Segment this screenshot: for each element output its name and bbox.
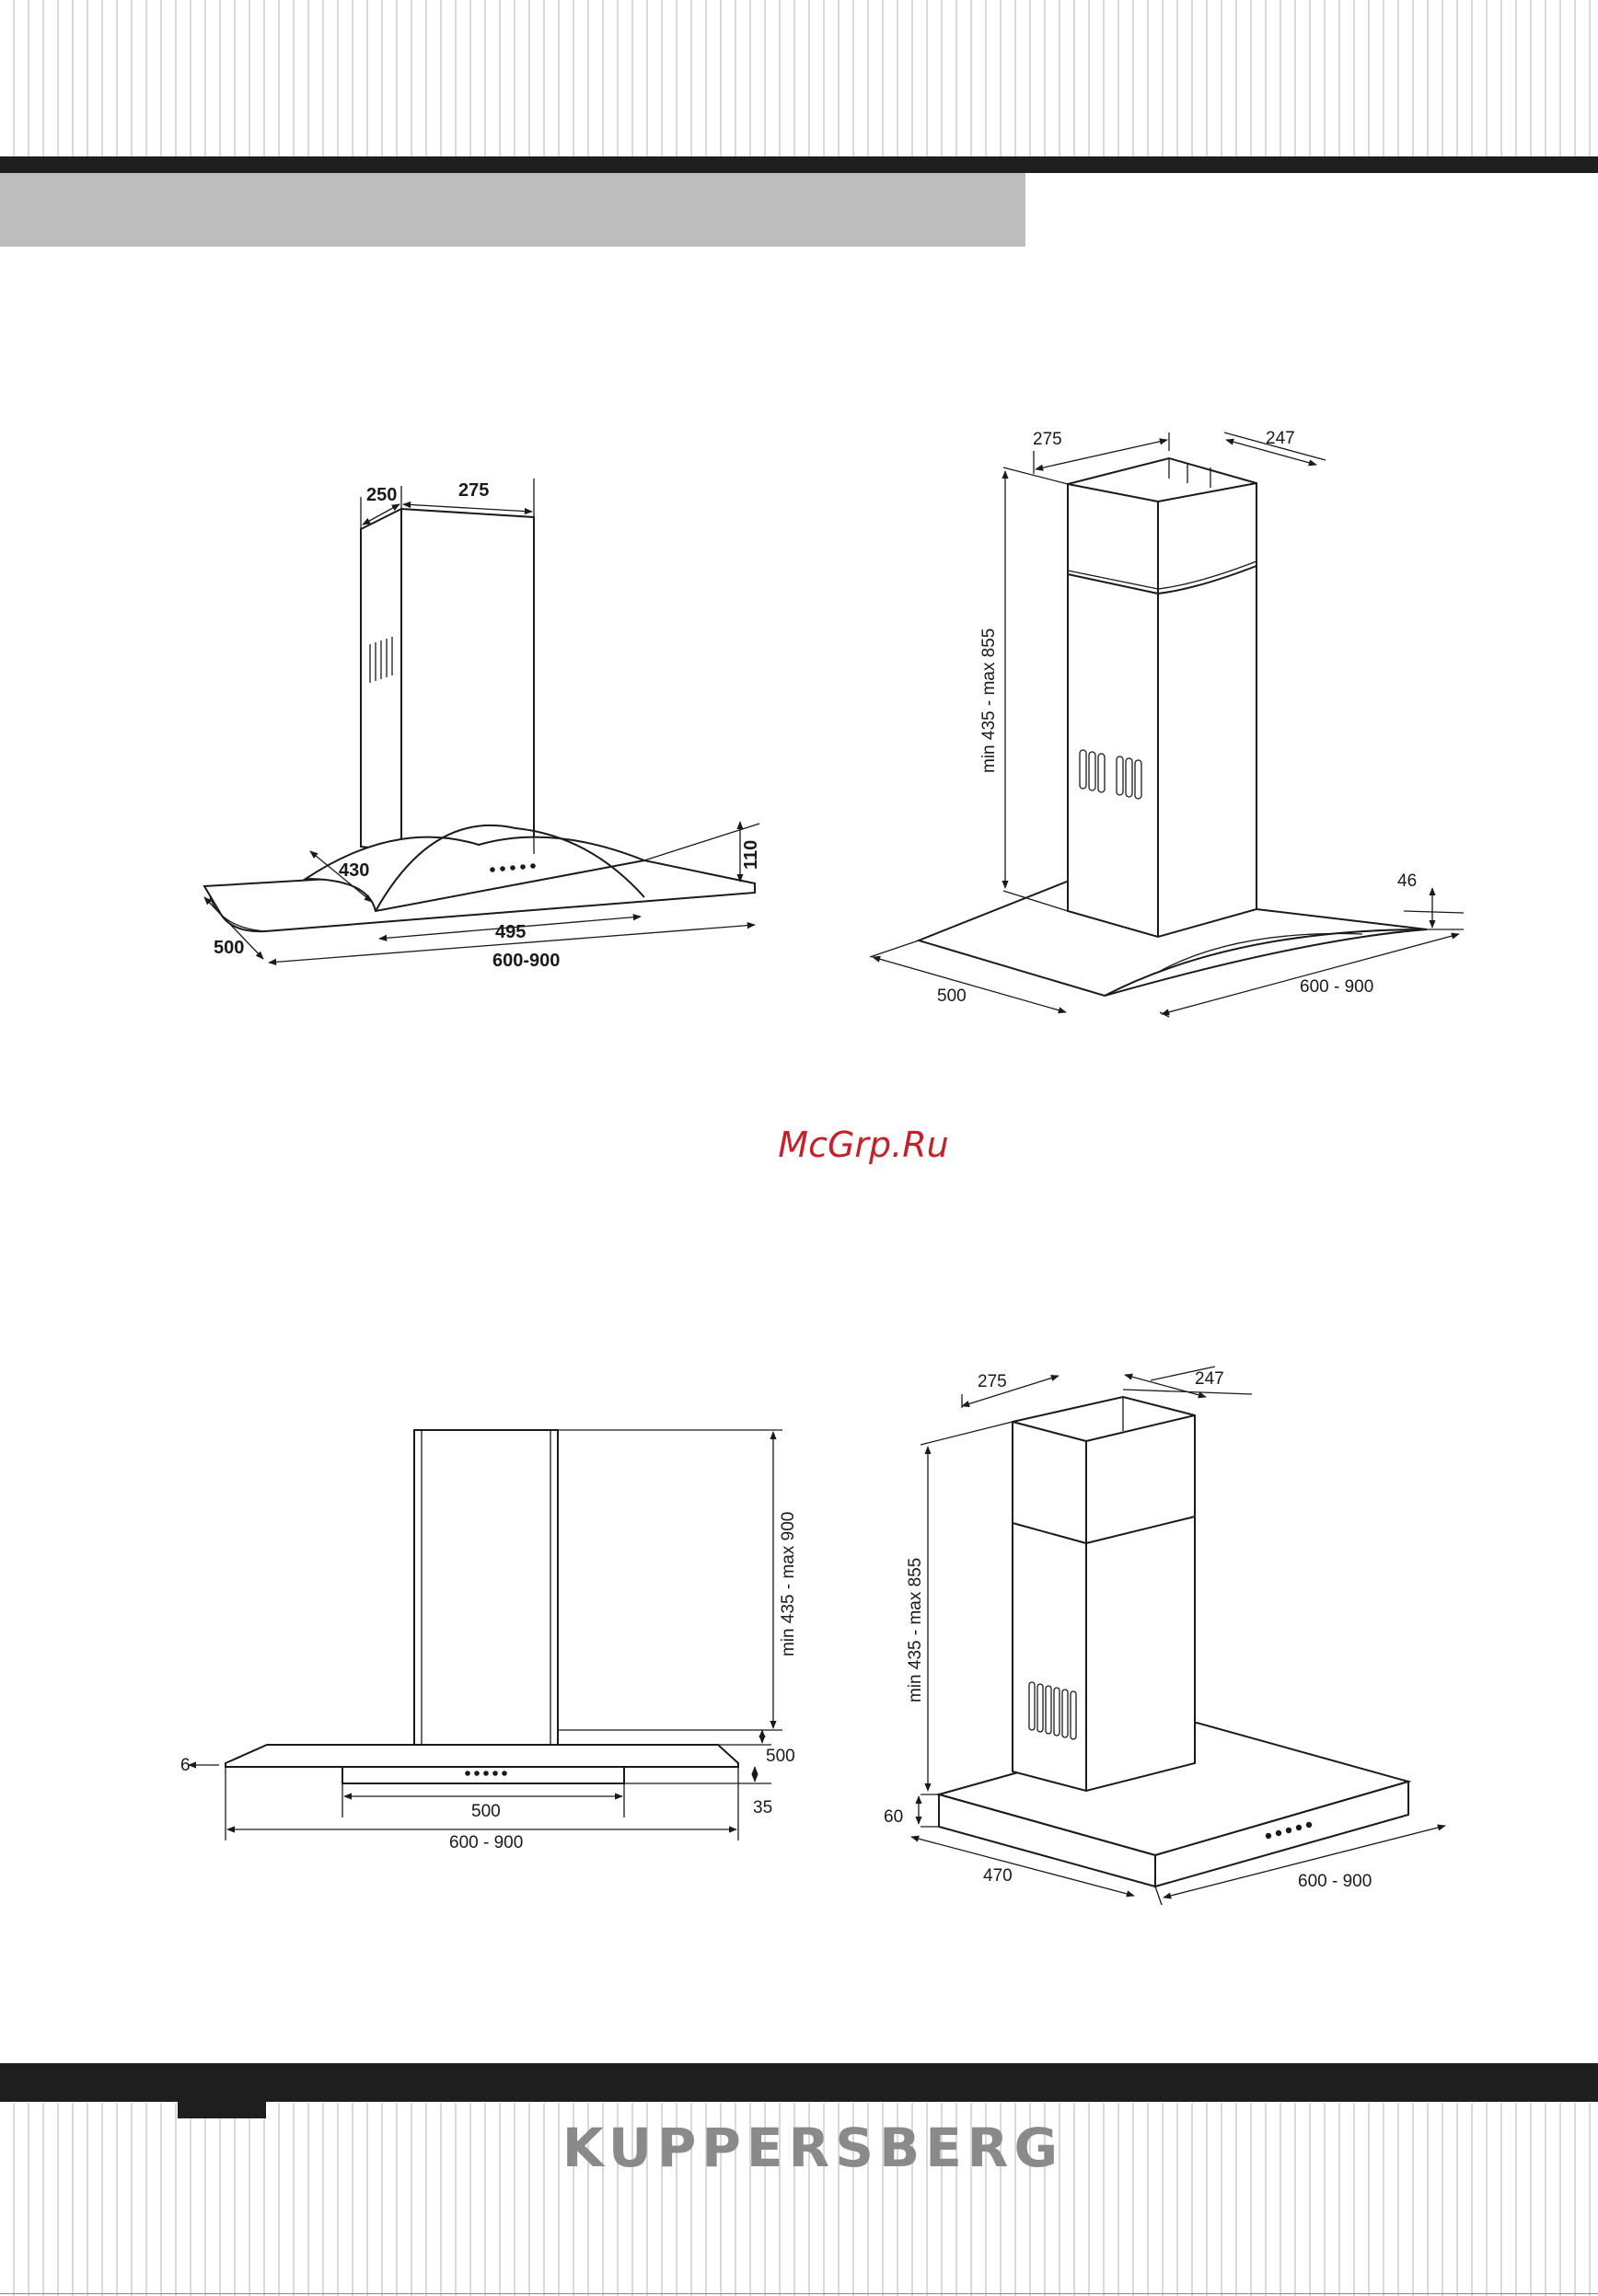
fig2-dim-500: 500 <box>937 986 967 1006</box>
fig3-dim-500: 500 <box>471 1802 501 1821</box>
fig4-dim-600-900: 600 - 900 <box>1298 1872 1372 1891</box>
fig3-dim-35: 35 <box>753 1798 772 1817</box>
fig4-dim-height: min 435 - max 855 <box>906 1558 925 1702</box>
fig4-dim-60: 60 <box>884 1807 903 1827</box>
brand-logo: KUPPERSBERG <box>0 2117 1598 2179</box>
fig2-dim-275: 275 <box>1033 430 1062 449</box>
footer-divider <box>0 2293 1598 2294</box>
fig3-dim-height: min 435 - max 900 <box>779 1512 798 1656</box>
figure-3-hood-drawing: min 435 - max 900 500 6 35 500 600 - 900 <box>180 1430 798 1852</box>
fig3-dim-500-side: 500 <box>766 1747 795 1766</box>
fig1-dim-500: 500 <box>214 938 244 958</box>
fig2-dim-height: min 435 - max 855 <box>979 629 999 773</box>
fig4-dim-470: 470 <box>983 1866 1013 1886</box>
fig1-dim-275: 275 <box>458 480 489 501</box>
fig1-dim-430: 430 <box>339 860 369 881</box>
figure-1-hood-drawing: 250 275 110 430 495 500 600-900 <box>204 479 761 971</box>
footer-bar <box>0 2063 1598 2102</box>
fig4-dim-247: 247 <box>1195 1369 1224 1389</box>
fig4-dim-275: 275 <box>978 1372 1007 1391</box>
fig3-dim-6: 6 <box>180 1756 191 1775</box>
fig1-dim-495: 495 <box>495 922 526 942</box>
fig2-dim-600-900: 600 - 900 <box>1300 977 1373 997</box>
fig2-dim-46: 46 <box>1397 871 1417 891</box>
watermark-text: McGrp.Ru <box>0 1125 1598 1165</box>
fig1-dim-250: 250 <box>366 485 397 505</box>
fig1-dim-110: 110 <box>741 840 761 870</box>
fig1-dim-600-900: 600-900 <box>492 951 560 971</box>
fig3-dim-600-900: 600 - 900 <box>449 1833 523 1852</box>
figure-2-hood-drawing: 275 247 min 435 - max 855 46 500 600 - 9… <box>870 429 1464 1017</box>
figure-4-hood-drawing: 275 247 min 435 - max 855 60 470 600 - 9… <box>884 1367 1445 1905</box>
fig2-dim-247: 247 <box>1266 429 1295 448</box>
